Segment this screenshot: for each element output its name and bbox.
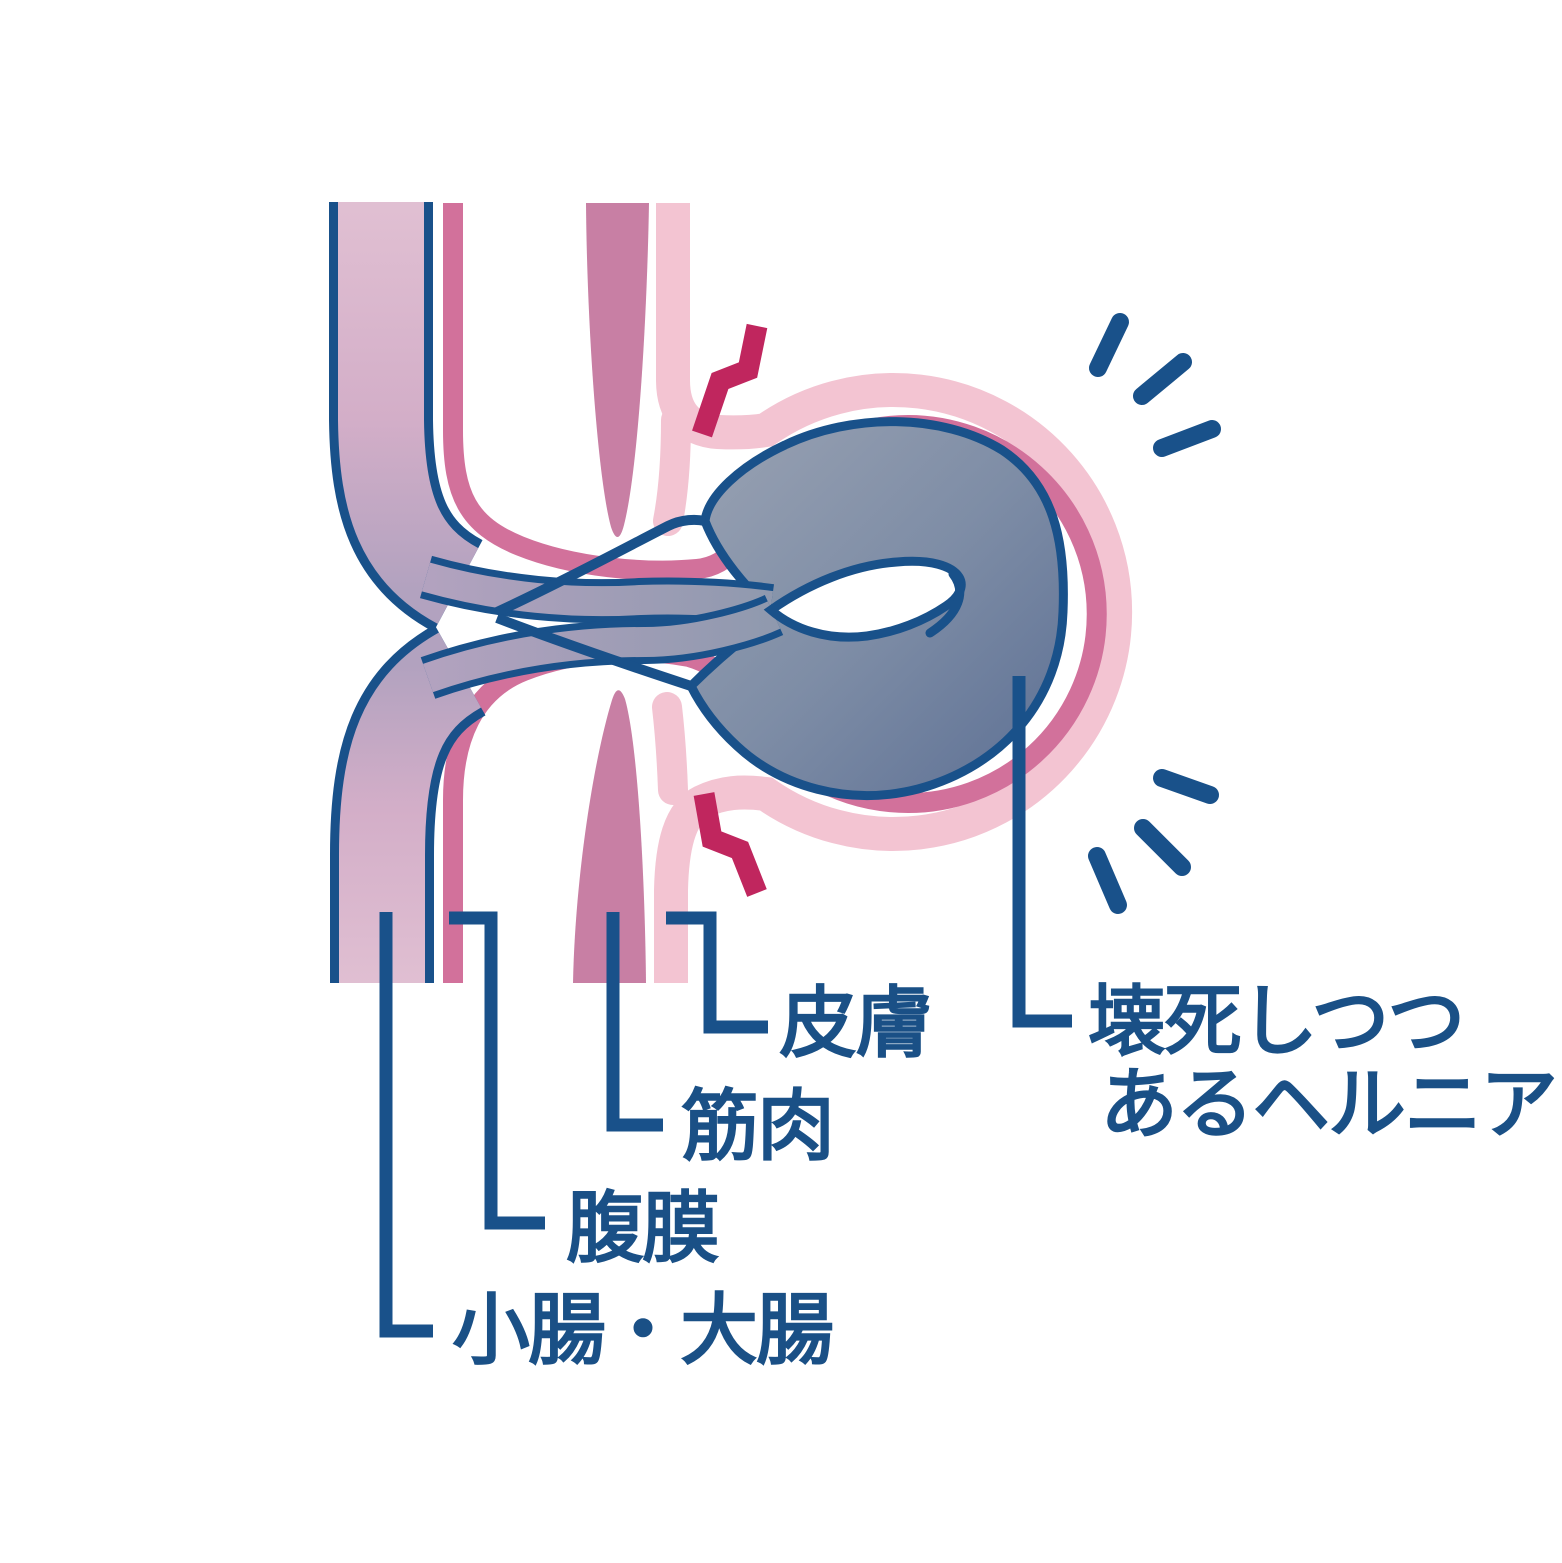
radiating-dash-icon [1153,769,1219,804]
bowel-lower-arm [330,594,784,983]
label-intestines: 小腸・大腸 [452,1286,833,1374]
bowel-lumen [763,556,966,642]
leader-intestines [379,912,433,1338]
skin-band-and-ring [654,203,1133,983]
skin-free-edge-top [653,405,691,536]
lightning-bolt-icon-top [692,323,768,438]
bowel-upper-arm [329,202,775,632]
pain-bolts [692,323,768,897]
leader-peritoneum [449,911,545,1230]
muscle-lower-wedge [573,690,646,983]
skin-free-edge-bottom [652,692,688,805]
radiating-dash-icon [1089,313,1129,377]
muscle-layer-shape [573,203,649,983]
radiating-dash-icon [1133,353,1192,405]
leader-muscle [606,912,663,1132]
bowel-upper-neck-fill [421,562,774,621]
bowel-wall-descending [495,613,693,691]
skin-layer-shape [652,203,1133,983]
labels: 皮膚 筋肉 腹膜 小腸・大腸 壊死しつつ あるヘルニア [452,977,1558,1374]
bowel-wall-ascending [494,514,707,617]
muscle-upper-wedge [586,203,649,538]
bowel-lower-neck-fill [423,601,781,693]
radiating-dash-icon [1088,847,1127,914]
radiating-dash-icon [1153,420,1221,457]
lumen-curl-line [925,569,965,638]
lightning-bolt-icon-bottom [693,792,767,897]
label-peritoneum: 腹膜 [566,1184,720,1272]
label-necrotic-hernia-line1: 壊死しつつ [1088,977,1463,1065]
leader-lines [379,676,1072,1338]
leader-skin [666,911,768,1034]
radiating-dash-icon [1134,819,1191,876]
label-necrotic-hernia-line2: あるヘルニア [1100,1060,1556,1148]
label-skin: 皮膚 [779,979,931,1067]
orifice-crossing-walls [494,514,707,691]
emphasis-dashes [1088,313,1221,914]
label-muscle: 筋肉 [681,1082,833,1170]
leader-hernia [1012,676,1072,1028]
